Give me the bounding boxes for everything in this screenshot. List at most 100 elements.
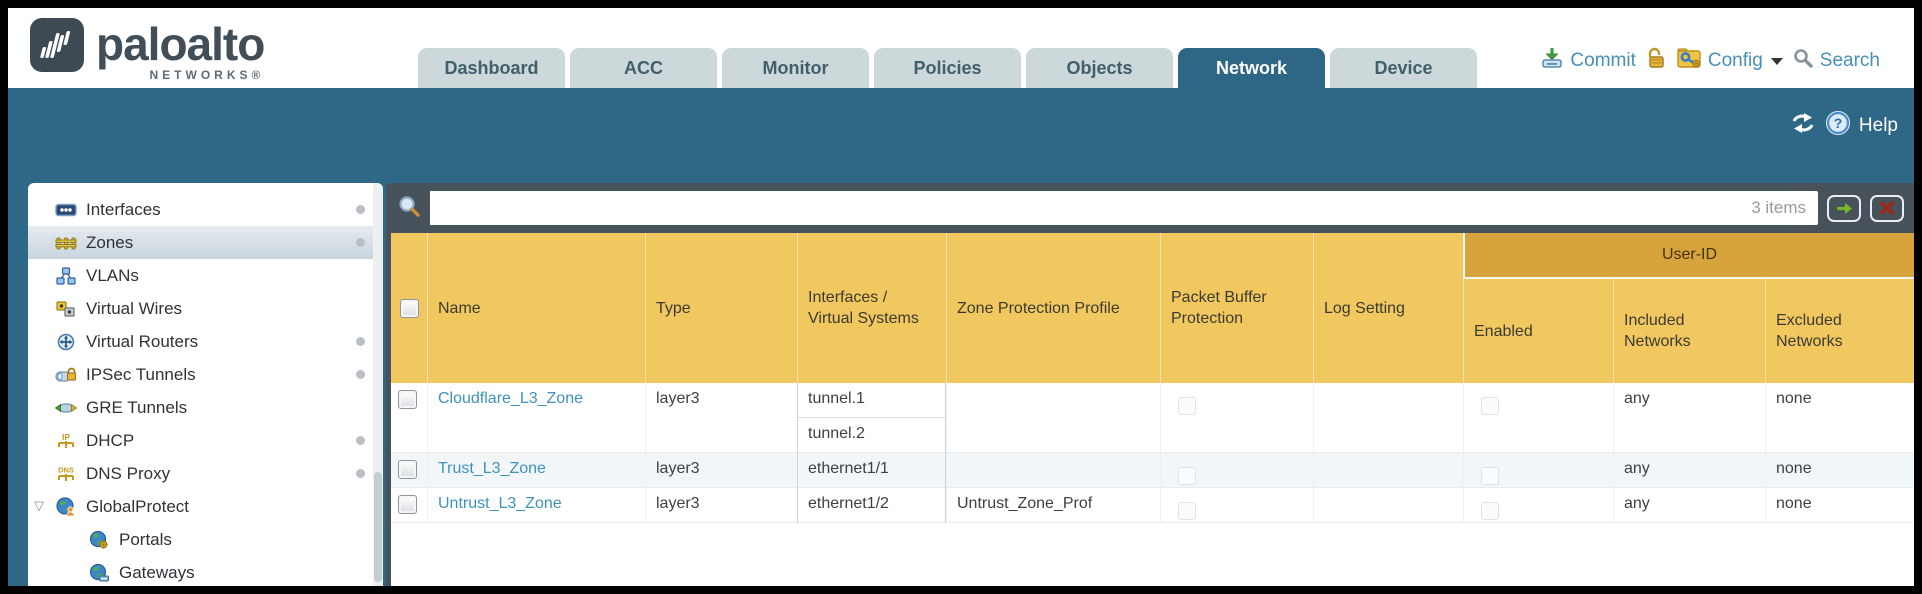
col-header-log-setting[interactable]: Log Setting	[1313, 233, 1463, 383]
item-count: 3 items	[1751, 198, 1806, 217]
table-row: Untrust_L3_Zone layer3 ethernet1/2 Untru…	[391, 488, 1914, 523]
user-id-enabled-checkbox[interactable]	[1481, 397, 1499, 415]
search-button[interactable]: Search	[1793, 48, 1880, 75]
sidebar-item-gre-tunnels[interactable]: GRE Tunnels	[28, 391, 383, 424]
sidebar-item-zones[interactable]: Zones	[28, 226, 383, 259]
zone-name-link[interactable]: Untrust_L3_Zone	[438, 495, 562, 512]
user-id-enabled-checkbox[interactable]	[1481, 502, 1499, 520]
col-header-interfaces[interactable]: Interfaces / Virtual Systems	[797, 233, 946, 383]
zone-protection-cell: Untrust_Zone_Prof	[946, 488, 1160, 523]
item-dot	[356, 370, 365, 379]
tab-policies[interactable]: Policies	[874, 48, 1021, 88]
select-all-checkbox[interactable]	[399, 298, 419, 318]
col-header-excluded-networks[interactable]: Excluded Networks	[1765, 233, 1914, 383]
user-id-group-header: User-ID	[1463, 233, 1914, 279]
col-header-name[interactable]: Name	[427, 233, 645, 383]
excluded-networks-cell: none	[1765, 383, 1914, 453]
user-id-enabled-checkbox[interactable]	[1481, 467, 1499, 485]
row-checkbox[interactable]	[398, 495, 417, 514]
col-header-enabled[interactable]: Enabled	[1463, 233, 1613, 383]
interface-item: tunnel.1	[798, 383, 945, 418]
packet-buffer-checkbox[interactable]	[1178, 397, 1196, 415]
top-bar: paloalto NETWORKS® Dashboard ACC Monitor…	[8, 8, 1914, 88]
workspace-toolbar: ? Help	[1789, 110, 1898, 142]
brand: paloalto NETWORKS®	[30, 18, 265, 82]
tab-network[interactable]: Network	[1178, 48, 1325, 88]
commit-button[interactable]: Commit	[1540, 46, 1636, 76]
zone-protection-cell	[946, 383, 1160, 453]
main-tabs: Dashboard ACC Monitor Policies Objects N…	[418, 48, 1477, 88]
ipsec-tunnels-icon	[55, 365, 77, 385]
filter-search-icon	[397, 194, 421, 223]
help-label[interactable]: Help	[1858, 115, 1898, 136]
vlans-icon	[55, 266, 77, 286]
item-dot	[356, 436, 365, 445]
sidebar-item-globalprotect[interactable]: ▽ GlobalProtect	[34, 496, 189, 517]
brand-name: paloalto	[96, 18, 265, 70]
interface-item: ethernet1/2	[808, 495, 889, 512]
portals-icon	[88, 530, 110, 550]
packet-buffer-checkbox[interactable]	[1178, 467, 1196, 485]
excluded-networks-cell: none	[1765, 453, 1914, 488]
tab-acc[interactable]: ACC	[570, 48, 717, 88]
zones-icon	[55, 233, 77, 253]
log-setting-cell	[1313, 488, 1463, 523]
sidebar-item-virtual-routers[interactable]: Virtual Routers	[28, 325, 383, 358]
sidebar-item-vlans[interactable]: VLANs	[28, 259, 383, 292]
col-header-packet-buffer-protection[interactable]: Packet Buffer Protection	[1160, 233, 1313, 383]
gateways-icon	[88, 563, 110, 583]
tab-objects[interactable]: Objects	[1026, 48, 1173, 88]
excluded-networks-cell: none	[1765, 488, 1914, 523]
clear-filter-button[interactable]	[1870, 194, 1904, 222]
interface-item: ethernet1/1	[808, 460, 889, 477]
included-networks-cell: any	[1613, 488, 1765, 523]
expand-caret-icon[interactable]: ▽	[34, 498, 44, 513]
sidebar: Interfaces Zones VLANs Virtual Wires	[28, 183, 383, 586]
sidebar-item-ipsec-tunnels[interactable]: IPSec Tunnels	[28, 358, 383, 391]
lock-icon[interactable]	[1646, 46, 1666, 76]
interfaces-icon	[55, 200, 77, 220]
virtual-routers-icon	[55, 332, 77, 352]
col-header-included-networks[interactable]: Included Networks	[1613, 233, 1765, 383]
zone-name-link[interactable]: Cloudflare_L3_Zone	[438, 390, 583, 407]
virtual-wires-icon	[55, 299, 77, 319]
item-dot	[356, 337, 365, 346]
sidebar-item-portals[interactable]: Portals	[28, 523, 383, 556]
paloalto-logo-icon	[30, 18, 84, 77]
chevron-down-icon	[1770, 57, 1783, 65]
filter-input-wrap: 3 items	[430, 191, 1818, 225]
tab-dashboard[interactable]: Dashboard	[418, 48, 565, 88]
apply-filter-button[interactable]	[1827, 194, 1861, 222]
col-header-zone-protection-profile[interactable]: Zone Protection Profile	[946, 233, 1160, 383]
sidebar-item-interfaces[interactable]: Interfaces	[28, 193, 383, 226]
row-checkbox[interactable]	[398, 460, 417, 479]
globalprotect-icon	[55, 496, 77, 517]
sidebar-item-virtual-wires[interactable]: Virtual Wires	[28, 292, 383, 325]
filter-bar: 3 items	[391, 183, 1914, 233]
workspace: ? Help Interfaces Zones VLANs	[8, 88, 1914, 586]
type-cell: layer3	[645, 453, 797, 488]
packet-buffer-checkbox[interactable]	[1178, 502, 1196, 520]
tab-device[interactable]: Device	[1330, 48, 1477, 88]
scrollbar-thumb[interactable]	[374, 472, 382, 582]
search-icon	[1793, 48, 1814, 75]
sidebar-item-gateways[interactable]: Gateways	[28, 556, 383, 586]
row-checkbox[interactable]	[398, 390, 417, 409]
zone-name-link[interactable]: Trust_L3_Zone	[438, 460, 546, 477]
refresh-icon[interactable]	[1789, 112, 1817, 140]
item-dot	[356, 238, 365, 247]
config-menu[interactable]: Config	[1676, 46, 1783, 76]
filter-input[interactable]	[430, 191, 1752, 225]
help-icon[interactable]: ?	[1825, 110, 1851, 142]
col-header-type[interactable]: Type	[645, 233, 797, 383]
tab-monitor[interactable]: Monitor	[722, 48, 869, 88]
type-cell: layer3	[645, 488, 797, 523]
sidebar-item-dhcp[interactable]: IP DHCP	[28, 424, 383, 457]
config-icon	[1676, 46, 1702, 76]
sidebar-scrollbar[interactable]	[373, 183, 383, 586]
log-setting-cell	[1313, 383, 1463, 453]
log-setting-cell	[1313, 453, 1463, 488]
interface-item: tunnel.2	[808, 425, 865, 442]
sidebar-item-dns-proxy[interactable]: DNS DNS Proxy	[28, 457, 383, 490]
